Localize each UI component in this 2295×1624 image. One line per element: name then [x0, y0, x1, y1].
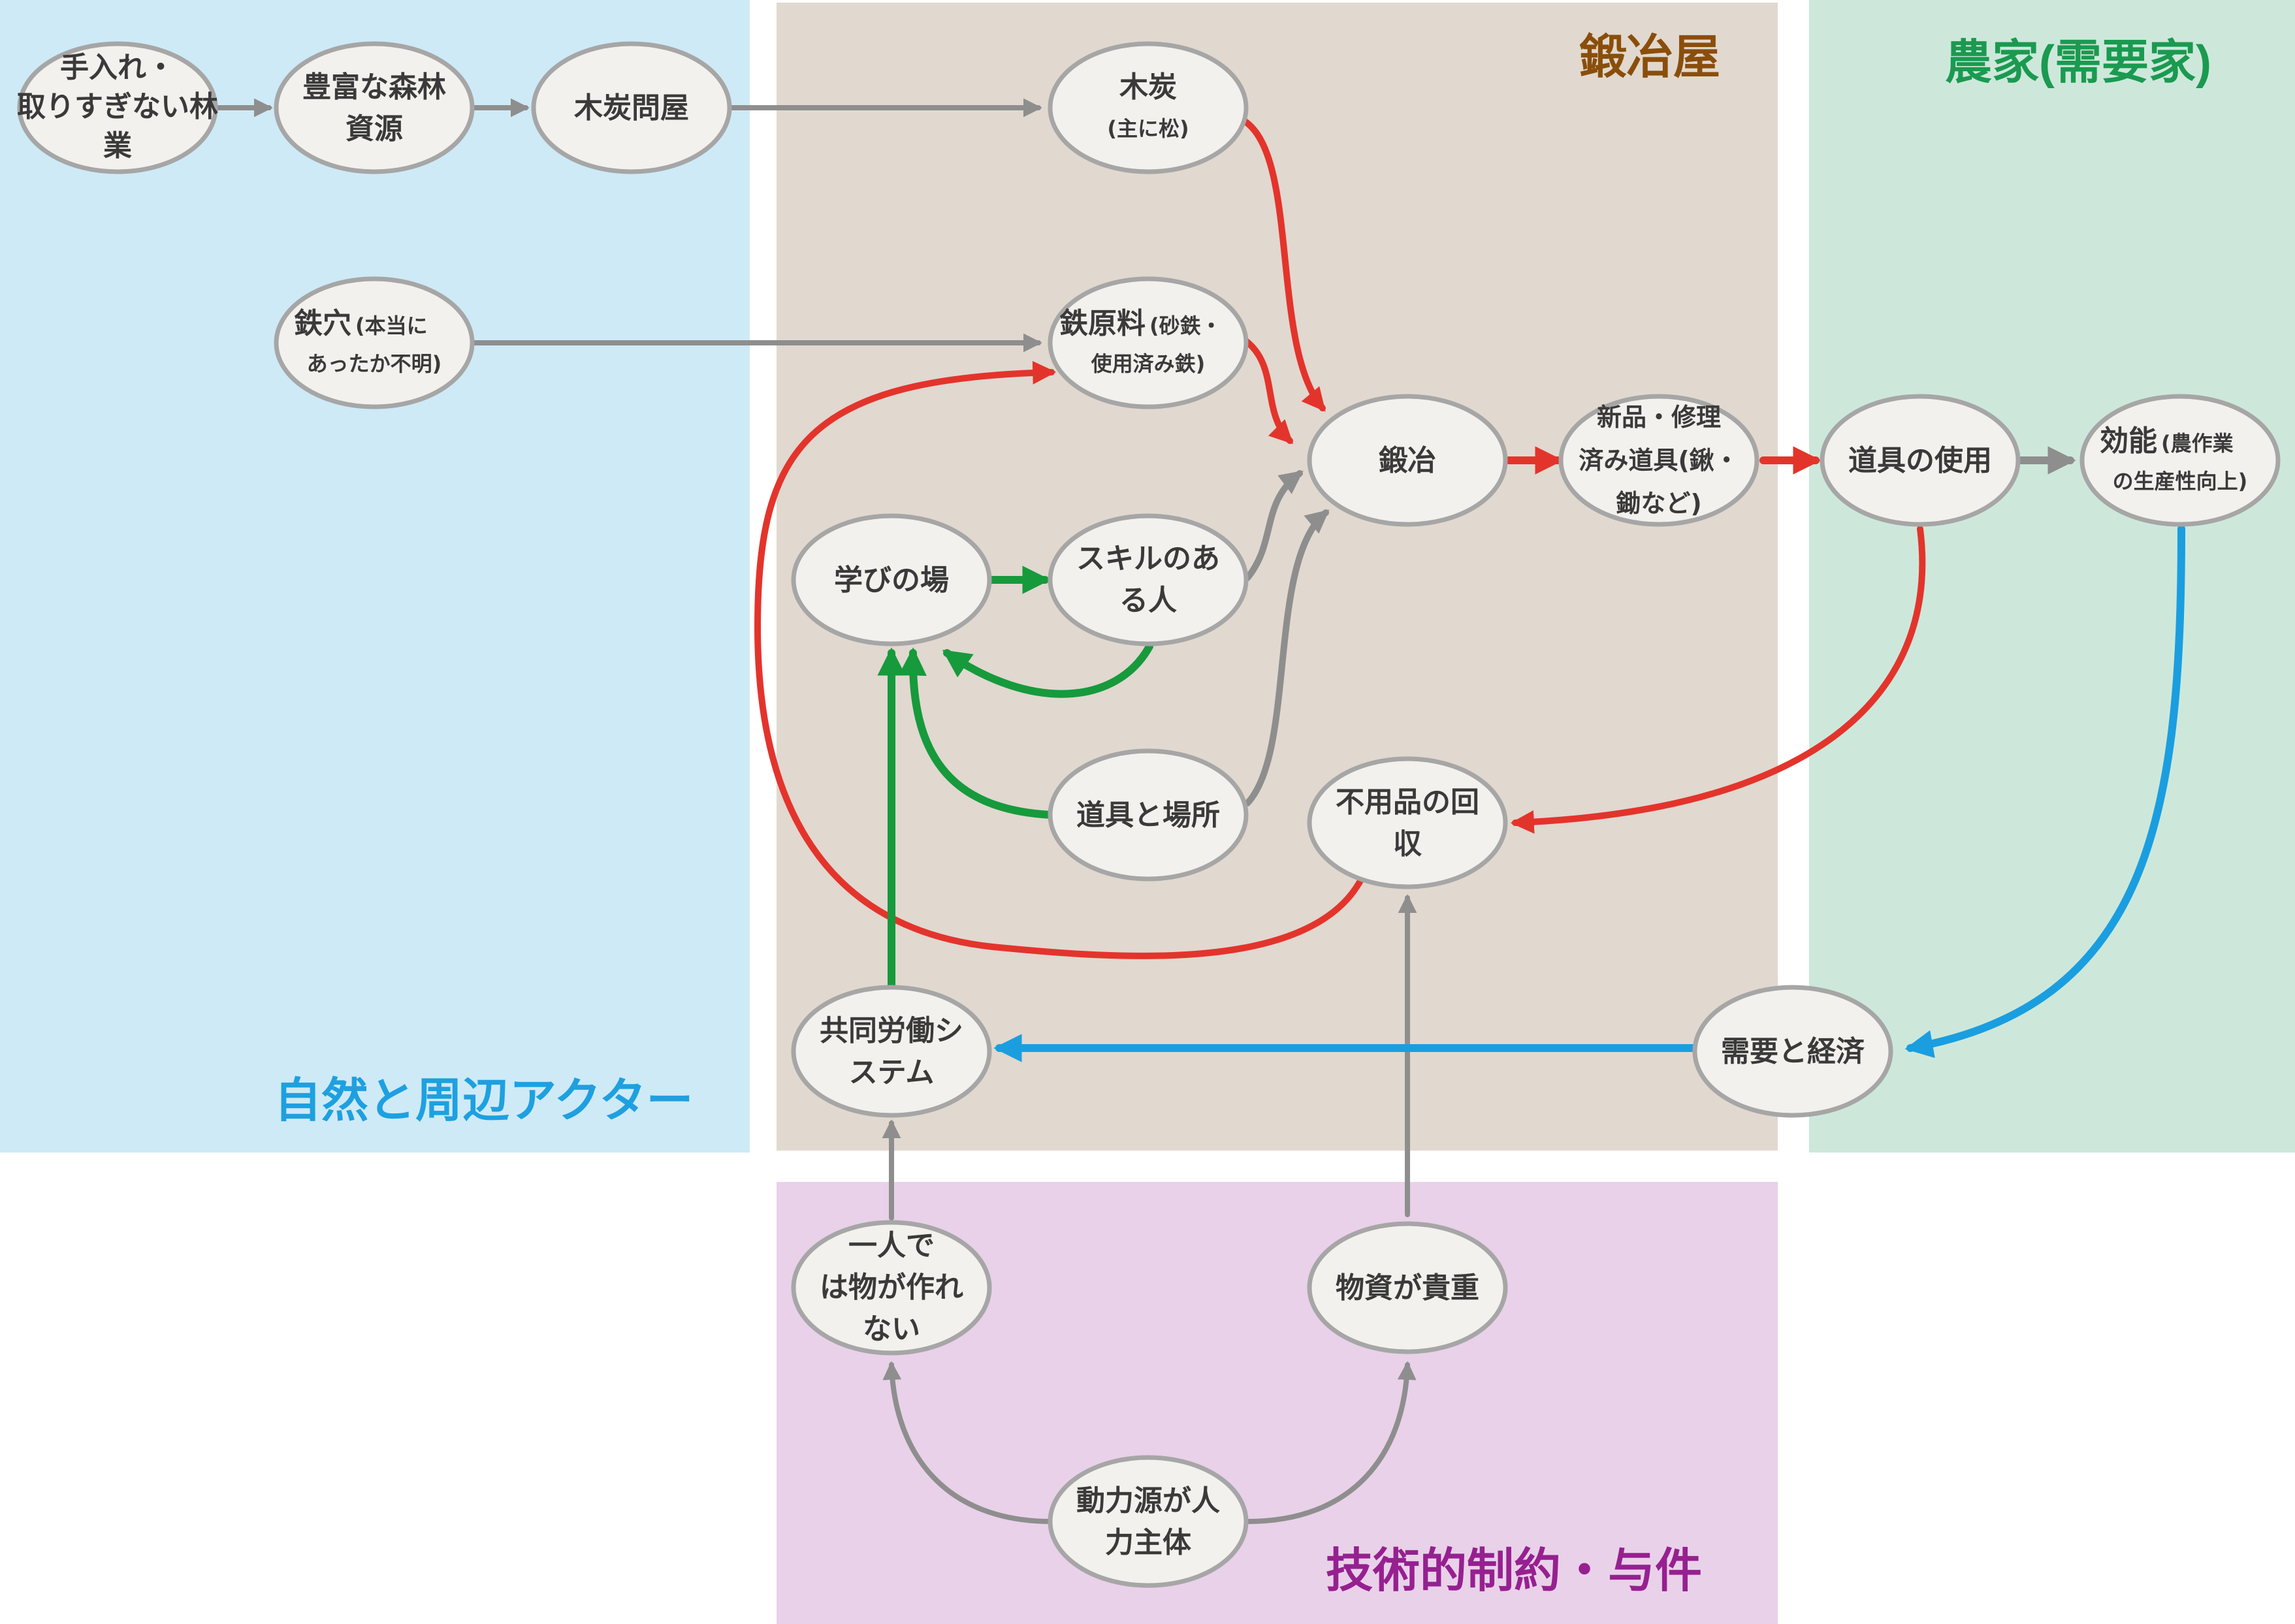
- node-busshi: 物資が貴重: [1307, 1221, 1508, 1354]
- edge-dogubasho-to-kaji: [1244, 509, 1330, 806]
- node-dogushiyo-line1: 道具の使用: [1848, 444, 1992, 477]
- node-shinrin: 豊富な森林 資源: [274, 41, 475, 174]
- edge-tetsugenryo-to-kaji: [1241, 336, 1294, 445]
- node-hitori-line1: 一人で: [848, 1229, 935, 1262]
- node-busshi-line1: 物資が貴重: [1336, 1271, 1479, 1305]
- node-kyodo-line2: ステム: [849, 1056, 935, 1089]
- node-fuyohin: 不用品の回 収: [1307, 756, 1508, 889]
- node-juyo-line1: 需要と経済: [1721, 1035, 1865, 1068]
- region-title-nature: 自然と周辺アクター: [274, 1075, 694, 1127]
- edge-skill-to-manabi: [942, 643, 1153, 698]
- node-doryoku-line1: 動力源が人: [1076, 1484, 1220, 1518]
- region-title-tech: 技術的制約・与件: [1326, 1545, 1702, 1597]
- node-shinrin-line2: 資源: [345, 112, 403, 146]
- edge-dogubasho-to-manabi: [898, 647, 1055, 819]
- node-tetsugenryo: 鉄原料(砂鉄・ 使用済み鉄): [1048, 276, 1249, 409]
- node-fuyohin-line1: 不用品の回: [1336, 786, 1479, 819]
- edges-red: [754, 118, 1926, 959]
- node-tetsuana-line1: 鉄穴(本当に: [294, 307, 428, 340]
- node-teire: 手入れ・ 取りすぎない林 業: [17, 41, 218, 174]
- node-shinpin: 新品・修理 済み道具(鍬・ 鋤など): [1558, 394, 1759, 527]
- node-fuyohin-line2: 収: [1393, 827, 1422, 861]
- node-koho: 効能(農作業 の生産性向上): [2079, 394, 2281, 527]
- node-skill: スキルのあ る人: [1048, 513, 1249, 646]
- edges-blue: [993, 525, 2185, 1062]
- node-shinrin-line1: 豊富な森林: [302, 71, 446, 104]
- node-tonya: 木炭問屋: [531, 41, 732, 174]
- node-skill-line2: る人: [1119, 584, 1177, 617]
- edge-skill-to-kaji: [1244, 470, 1304, 581]
- node-hitori-line3: ない: [863, 1313, 920, 1346]
- node-tetsugenryo-line1: 鉄原料(砂鉄・: [1059, 307, 1222, 340]
- node-teire-line2: 取りすぎない林: [17, 90, 218, 123]
- node-tetsugenryo-main: 鉄原料: [1059, 307, 1146, 340]
- node-koho-main: 効能: [2100, 424, 2157, 458]
- node-teire-line3: 業: [103, 129, 132, 163]
- node-doryoku: 動力源が人 力主体: [1048, 1455, 1249, 1588]
- node-mokutan-sub: (主に松): [1107, 116, 1189, 141]
- node-dogubasho: 道具と場所: [1048, 748, 1249, 882]
- region-title-farm: 農家(需要家): [1945, 37, 2211, 89]
- region-nature: [0, 0, 750, 1153]
- node-juyo: 需要と経済: [1692, 985, 1893, 1118]
- node-kyodo-line1: 共同労働シ: [820, 1014, 963, 1047]
- node-koho-sub2: の生産性向上): [2113, 469, 2248, 494]
- node-mokutan-main: 木炭: [1119, 71, 1177, 104]
- edges-gray: [214, 98, 2076, 1524]
- node-tetsuana: 鉄穴(本当に あったか不明): [274, 276, 475, 409]
- edge-doryoku-to-busshi: [1245, 1361, 1417, 1524]
- node-koho-line1: 効能(農作業: [2100, 424, 2234, 458]
- node-tetsuana-sub2: あったか不明): [307, 351, 442, 376]
- node-tetsuana-main: 鉄穴: [294, 307, 351, 340]
- node-tonya-line1: 木炭問屋: [574, 91, 689, 125]
- region-title-smith: 鍛冶屋: [1579, 31, 1720, 84]
- node-skill-line1: スキルのあ: [1076, 542, 1220, 575]
- node-dogubasho-line1: 道具と場所: [1076, 799, 1220, 832]
- node-shinpin-line1: 新品・修理: [1597, 403, 1721, 432]
- node-tetsugenryo-sub: (砂鉄・: [1149, 313, 1222, 338]
- edge-mokutan-to-kaji: [1241, 118, 1326, 412]
- node-mokutan: 木炭 (主に松): [1048, 41, 1249, 174]
- node-kyodo: 共同労働シ ステム: [791, 985, 992, 1118]
- node-doryoku-line2: 力主体: [1105, 1526, 1191, 1559]
- node-dogushiyo: 道具の使用: [1820, 394, 2021, 527]
- node-hitori-line2: は物が作れ: [820, 1271, 963, 1304]
- node-hitori: 一人で は物が作れ ない: [791, 1220, 992, 1356]
- node-manabi-line1: 学びの場: [834, 564, 949, 597]
- node-kaji-line1: 鍛冶: [1379, 444, 1436, 477]
- edge-doryoku-to-hitori: [882, 1361, 1054, 1524]
- node-tetsugenryo-sub2: 使用済み鉄): [1091, 351, 1206, 376]
- node-teire-line1: 手入れ・: [60, 51, 175, 84]
- node-shinpin-line2: 済み道具(鍬・: [1579, 446, 1739, 475]
- node-manabi: 学びの場: [791, 513, 992, 646]
- region-farm: [1809, 0, 2295, 1153]
- edge-dogushiyo-to-fuyohin: [1510, 526, 1926, 834]
- node-shinpin-line3: 鋤など): [1616, 489, 1701, 518]
- edge-fuyohin-to-tetsugenryo: [754, 360, 1365, 959]
- node-kaji: 鍛冶: [1307, 394, 1508, 527]
- node-koho-sub: (農作業: [2161, 431, 2234, 456]
- edge-koho-to-juyo: [1904, 525, 2185, 1059]
- edges-green: [877, 565, 1153, 990]
- node-tetsuana-sub: (本当に: [355, 313, 428, 338]
